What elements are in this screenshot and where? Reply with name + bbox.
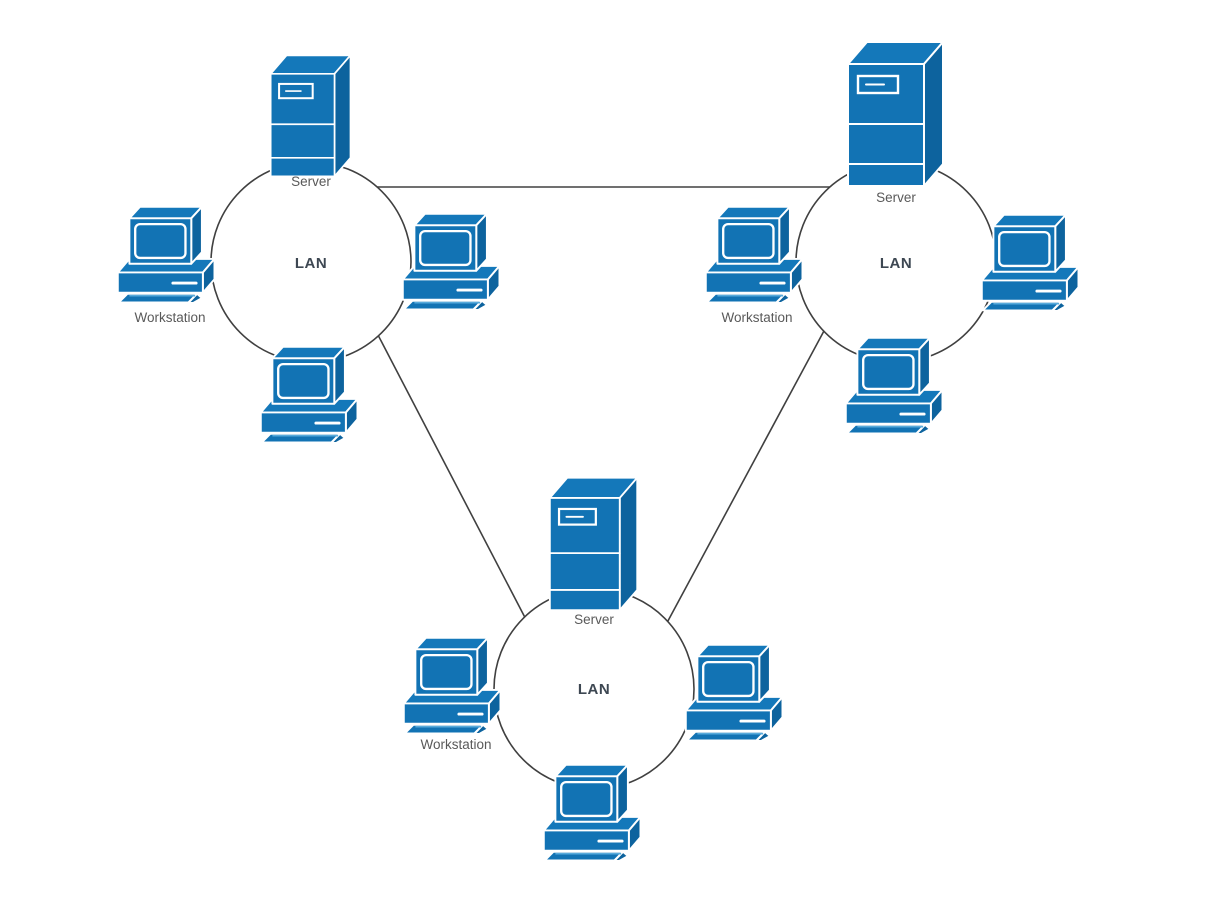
server-label: Server — [291, 174, 331, 189]
server-icon — [269, 54, 352, 178]
server-icon — [846, 40, 945, 188]
workstation-label: Workstation — [420, 737, 491, 752]
workstation-icon — [401, 212, 501, 311]
workstation-icon — [844, 336, 944, 435]
workstation-label: Workstation — [721, 310, 792, 325]
workstation-icon — [402, 636, 502, 735]
lan-ring-label: LAN — [880, 255, 912, 272]
lan-ring-label: LAN — [578, 681, 610, 698]
lan-group-top-right: LAN Server Workstation — [704, 40, 1080, 435]
server-label: Server — [574, 612, 614, 627]
server-icon — [548, 476, 639, 612]
workstation-icon — [116, 205, 216, 304]
server-label: Server — [876, 190, 916, 205]
lan-links — [364, 186, 847, 657]
link-lan-top-left-to-bottom — [364, 309, 546, 657]
link-lan-top-right-to-bottom — [654, 289, 847, 646]
workstation-icon — [684, 643, 784, 742]
workstation-icon — [704, 205, 804, 304]
workstation-icon — [980, 213, 1080, 312]
lan-ring-label: LAN — [295, 255, 327, 272]
lan-rings — [210, 161, 997, 790]
workstation-icon — [542, 763, 642, 862]
workstation-icon — [259, 345, 359, 444]
lan-group-bottom: LAN Server Workstation — [402, 476, 784, 862]
lan-group-top-left: LAN Server Workstation — [116, 54, 501, 444]
workstation-label: Workstation — [134, 310, 205, 325]
